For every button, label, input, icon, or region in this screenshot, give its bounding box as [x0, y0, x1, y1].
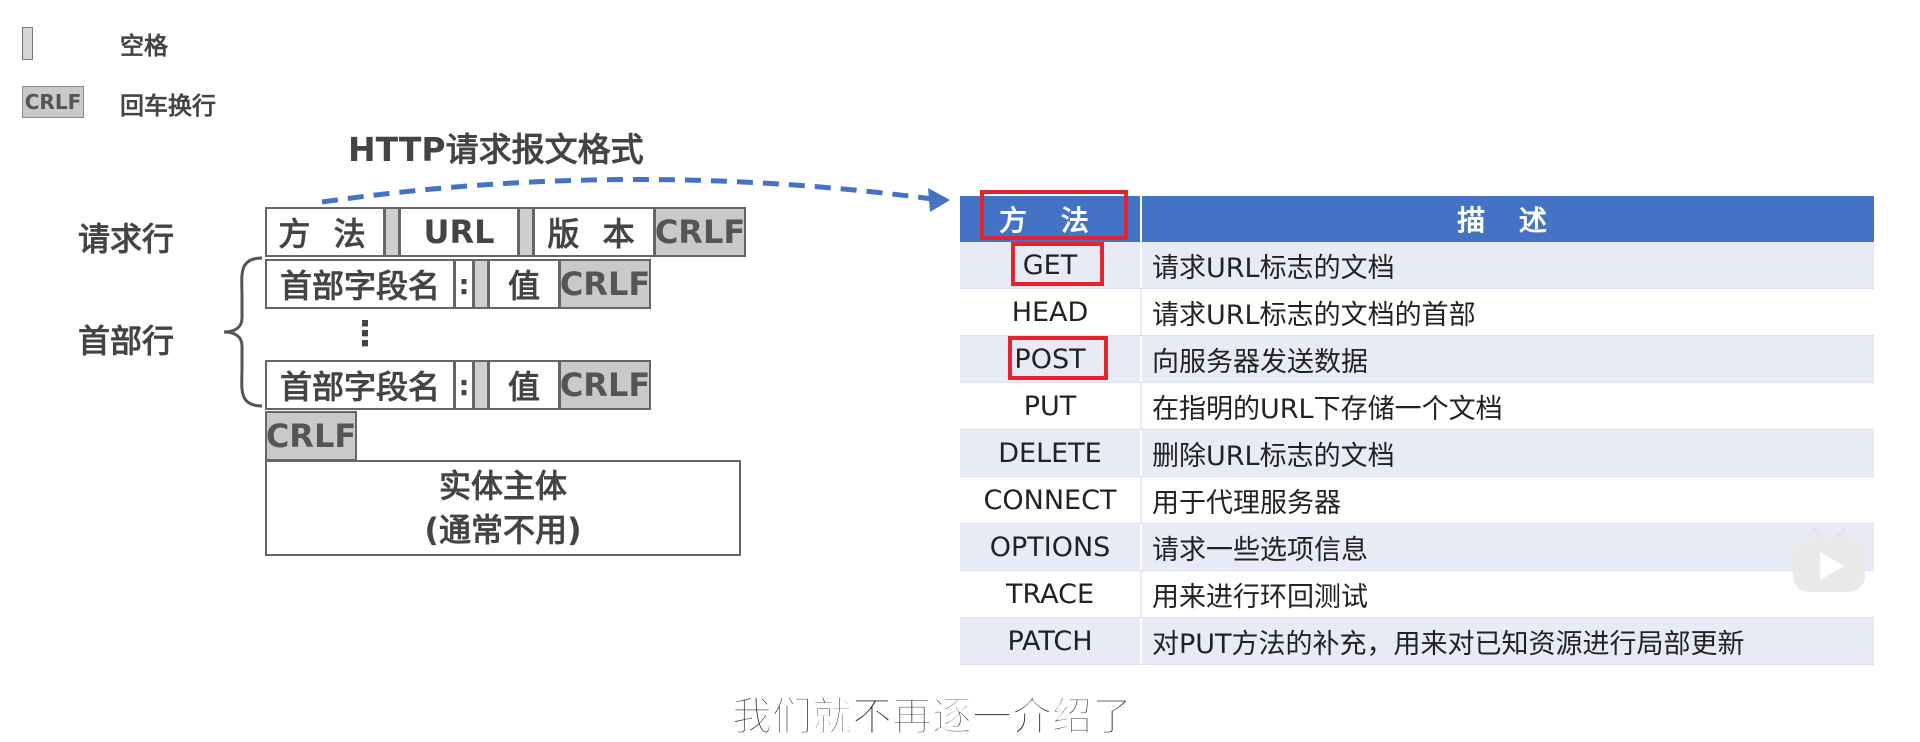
method-cell: GET [960, 242, 1142, 288]
table-row: PUT 在指明的URL下存储一个文档 [960, 383, 1874, 430]
space-cell [518, 207, 534, 257]
crlf-cell: CRLF [559, 259, 651, 309]
method-cell: POST [960, 336, 1142, 382]
description-cell: 向服务器发送数据 [1152, 346, 1368, 378]
dashed-arrow [321, 176, 950, 212]
table-row: GET 请求URL标志的文档 [960, 242, 1874, 289]
table-header: 方 法 描 述 [960, 196, 1874, 242]
description-cell: 在指明的URL下存储一个文档 [1152, 393, 1503, 425]
arrow-path [321, 176, 941, 205]
description-cell: 请求URL标志的文档 [1152, 252, 1395, 284]
description-cell: 用来进行环回测试 [1152, 581, 1368, 613]
header-name-cell: 首部字段名 [265, 360, 455, 410]
crlf-cell: CRLF [654, 207, 746, 257]
entity-body-title: 实体主体 [438, 467, 567, 505]
blank-line-crlf: CRLF [265, 411, 357, 461]
method-cell: CONNECT [960, 477, 1142, 523]
highlight-post [1008, 336, 1108, 380]
description-cell: 用于代理服务器 [1152, 487, 1341, 519]
value-cell: 值 [488, 360, 560, 410]
table-row: TRACE 用来进行环回测试 [960, 571, 1874, 618]
crlf-cell: CRLF [559, 360, 651, 410]
video-subtitle: 我们就不再逐一介绍了。 [732, 694, 1173, 741]
entity-body-note: (通常不用) [424, 511, 582, 549]
colon-cell: : [454, 259, 474, 309]
video-play-icon[interactable] [1790, 526, 1868, 596]
method-cell: TRACE [960, 571, 1142, 617]
brace-icon [223, 256, 263, 408]
request-line-label: 请求行 [78, 220, 175, 258]
space-cell [473, 259, 489, 309]
arrow-head [928, 188, 950, 212]
header-name-cell: 首部字段名 [265, 259, 455, 309]
crlf-legend-box: CRLF [22, 86, 84, 118]
method-cell: PUT [960, 383, 1142, 429]
method-cell: HEAD [960, 289, 1142, 335]
space-legend-box [22, 27, 33, 60]
table-row: PATCH 对PUT方法的补充，用来对已知资源进行局部更新 [960, 618, 1874, 665]
entity-body-box: 实体主体 (通常不用) [265, 460, 741, 556]
space-cell [473, 360, 489, 410]
description-cell: 请求URL标志的文档的首部 [1152, 299, 1476, 331]
version-cell: 版 本 [533, 207, 655, 257]
highlight-method-header [980, 190, 1128, 240]
colon-cell: : [454, 360, 474, 410]
method-cell: OPTIONS [960, 524, 1142, 570]
method-cell: DELETE [960, 430, 1142, 476]
table-row: POST 向服务器发送数据 [960, 336, 1874, 383]
table-row: HEAD 请求URL标志的文档的首部 [960, 289, 1874, 336]
description-cell: 对PUT方法的补充，用来对已知资源进行局部更新 [1152, 628, 1745, 660]
description-cell: 请求一些选项信息 [1152, 534, 1368, 566]
header-description: 描 述 [1457, 204, 1559, 237]
space-cell [384, 207, 400, 257]
table-row: DELETE 删除URL标志的文档 [960, 430, 1874, 477]
description-cell: 删除URL标志的文档 [1152, 440, 1395, 472]
space-legend-label: 空格 [120, 32, 168, 60]
url-cell: URL [399, 207, 519, 257]
method-cell: PATCH [960, 618, 1142, 664]
header-method: 方 法 [960, 196, 1142, 242]
value-cell: 值 [488, 259, 560, 309]
table-row: CONNECT 用于代理服务器 [960, 477, 1874, 524]
header-lines-label: 首部行 [78, 322, 175, 360]
table-row: OPTIONS 请求一些选项信息 [960, 524, 1874, 571]
diagram-title: HTTP请求报文格式 [348, 130, 644, 169]
ellipsis: ⋮ [348, 314, 382, 354]
crlf-legend-label: 回车换行 [120, 92, 216, 120]
highlight-get [1011, 242, 1104, 286]
method-cell: 方 法 [265, 207, 385, 257]
